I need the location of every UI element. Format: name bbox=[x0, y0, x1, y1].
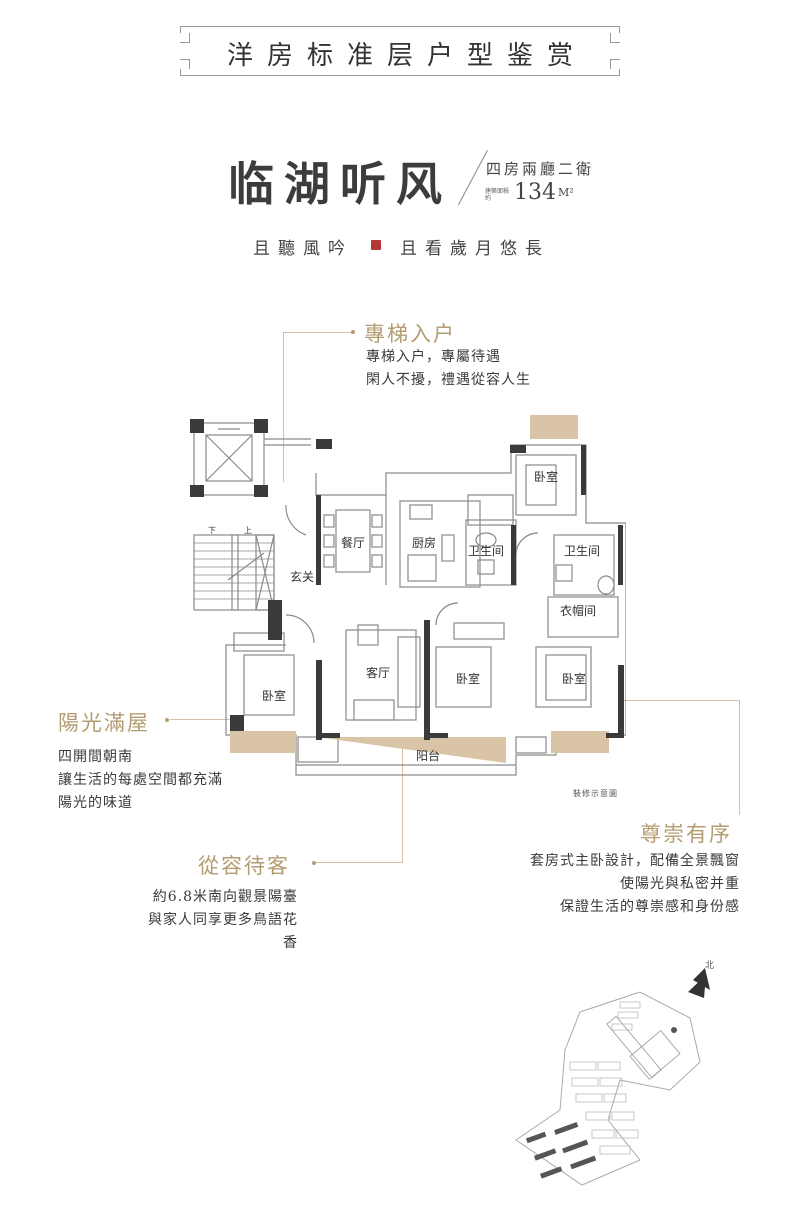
leader-line bbox=[620, 700, 740, 701]
callout-body-elevator: 專梯入户，專屬待遇 閑人不擾，禮遇從容人生 bbox=[366, 346, 531, 392]
banner-title: 洋房标准层户型鉴赏 bbox=[226, 41, 587, 71]
callout-title-sunshine: 陽光滿屋 bbox=[58, 711, 150, 735]
banner-ornament bbox=[619, 27, 620, 33]
banner-ornament bbox=[180, 27, 181, 33]
room-label-bedroom: 卧室 bbox=[534, 469, 558, 484]
room-label-bedroom: 卧室 bbox=[262, 688, 286, 703]
subtitle-left: 且聽風吟 bbox=[253, 239, 353, 259]
callout-line: 與家人同享更多鳥語花香 bbox=[148, 912, 298, 951]
banner-corner-ornament bbox=[610, 59, 620, 69]
room-label-foyer: 玄关 bbox=[290, 569, 314, 584]
callout-body-hosting: 約6.8米南向觀景陽臺 與家人同享更多鳥語花香 bbox=[140, 886, 298, 955]
room-label-bedroom: 卧室 bbox=[456, 671, 480, 686]
banner-ornament bbox=[180, 69, 181, 75]
room-label-bathroom: 卫生间 bbox=[468, 544, 504, 558]
callout-line: 保證生活的尊崇感和身份感 bbox=[560, 899, 740, 915]
floor-plan: 餐厅 厨房 卫生间 卫生间 玄关 衣帽间 客厅 卧室 卧室 卧室 卧室 阳台 下… bbox=[186, 415, 627, 785]
room-label-kitchen: 厨房 bbox=[412, 535, 436, 550]
callout-line: 套房式主卧設計，配備全景飄窗 bbox=[530, 853, 740, 869]
north-label: 北 bbox=[705, 960, 714, 971]
leader-line bbox=[170, 719, 240, 720]
room-label-living: 客厅 bbox=[366, 665, 390, 680]
room-label-dining: 餐厅 bbox=[341, 535, 365, 550]
leader-dot bbox=[165, 718, 169, 722]
callout-body-sunshine: 四開間朝南 讓生活的每處空間都充滿 陽光的味道 bbox=[58, 746, 223, 815]
leader-dot bbox=[312, 861, 316, 865]
callout-line: 使陽光與私密并重 bbox=[620, 876, 740, 892]
decoration-note: 裝修示意圖 bbox=[573, 789, 618, 798]
subtitle-right: 且看歲月悠長 bbox=[400, 239, 550, 259]
stairs-down-label: 下 bbox=[208, 526, 216, 535]
room-label-bathroom: 卫生间 bbox=[564, 544, 600, 558]
divider-slash bbox=[457, 150, 488, 206]
callout-title-master-suite: 尊崇有序 bbox=[640, 822, 732, 846]
banner-corner-ornament bbox=[180, 59, 190, 69]
unit-title: 临湖听风 bbox=[228, 157, 452, 211]
callout-line: 陽光的味道 bbox=[58, 795, 133, 811]
room-label-cloakroom: 衣帽间 bbox=[560, 603, 596, 618]
leader-line bbox=[402, 745, 403, 863]
callout-line: 閑人不擾，禮遇從容人生 bbox=[366, 372, 531, 388]
stairs-up-label: 上 bbox=[244, 526, 252, 535]
callout-line: 四開間朝南 bbox=[58, 749, 133, 765]
banner-ornament bbox=[619, 69, 620, 75]
area-value: 134 bbox=[514, 180, 556, 205]
callout-body-master-suite: 套房式主卧設計，配備全景飄窗 使陽光與私密并重 保證生活的尊崇感和身份感 bbox=[500, 850, 740, 919]
leader-line bbox=[283, 332, 284, 482]
leader-dot bbox=[351, 330, 355, 334]
banner-corner-ornament bbox=[180, 33, 190, 43]
area-unit: M² bbox=[558, 186, 574, 199]
leader-line bbox=[739, 700, 740, 815]
callout-line: 約6.8米南向觀景陽臺 bbox=[152, 889, 298, 905]
area-label: 建築面積約 bbox=[485, 188, 510, 202]
layout-type: 四房兩廳二衛 bbox=[486, 160, 595, 178]
banner-corner-ornament bbox=[610, 33, 620, 43]
red-seal-icon bbox=[371, 240, 381, 250]
leader-line bbox=[316, 862, 403, 863]
site-map: 北 bbox=[500, 940, 750, 1190]
north-arrow-icon: 北 bbox=[688, 960, 714, 998]
callout-line: 專梯入户，專屬待遇 bbox=[366, 349, 501, 365]
leader-line bbox=[283, 332, 353, 333]
room-label-bedroom: 卧室 bbox=[562, 671, 586, 686]
callout-line: 讓生活的每處空間都充滿 bbox=[58, 772, 223, 788]
room-label-balcony: 阳台 bbox=[416, 748, 440, 763]
title-banner: 洋房标准层户型鉴赏 bbox=[180, 26, 620, 76]
callout-title-hosting: 從容待客 bbox=[198, 854, 290, 878]
callout-title-elevator: 專梯入户 bbox=[364, 322, 456, 346]
